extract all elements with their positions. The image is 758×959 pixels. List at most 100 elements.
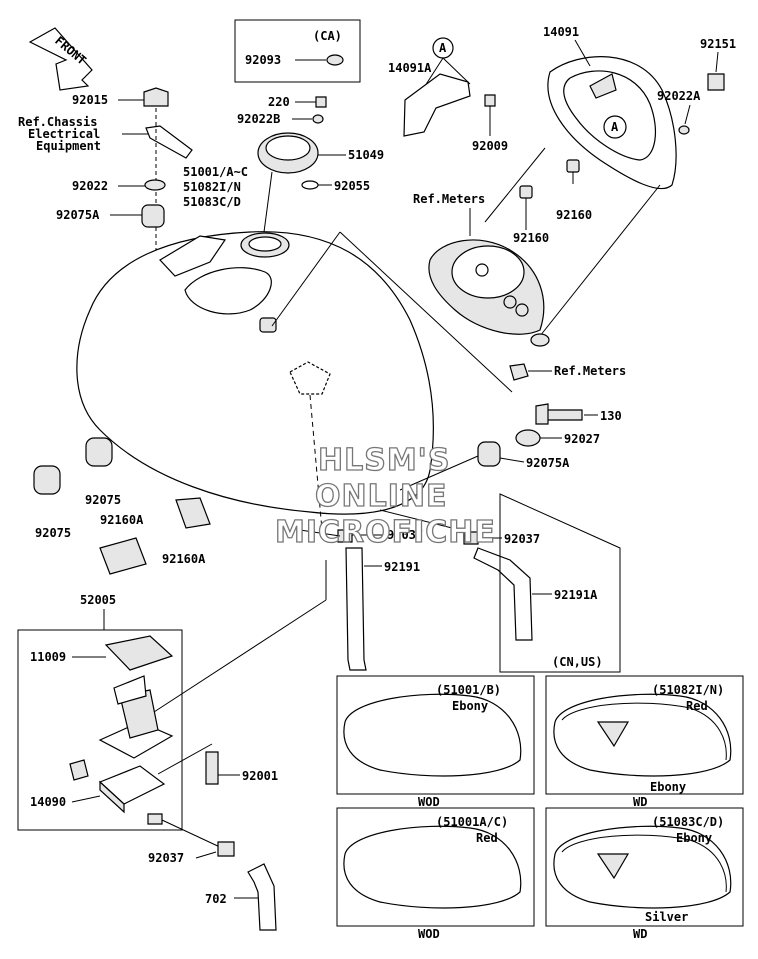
- clamp-92037-bottom-icon: [217, 841, 235, 857]
- label-14091: 14091: [543, 25, 579, 39]
- bracket-icon: [145, 125, 193, 159]
- screw-220-icon: [315, 96, 327, 108]
- ref-meters-label-2: Ref.Meters: [554, 364, 626, 378]
- tank-variant-2-icon: [553, 693, 732, 777]
- svg-text:WD: WD: [633, 927, 647, 941]
- svg-text:WOD: WOD: [418, 795, 440, 809]
- label-92160A-b: 92160A: [162, 552, 206, 566]
- svg-text:Ebony: Ebony: [650, 780, 686, 794]
- label-92027: 92027: [564, 432, 600, 446]
- clamp-92037-mid-icon: [337, 529, 353, 543]
- variant-card-3: (51001A/C) Red WOD: [336, 807, 535, 941]
- label-702: 702: [205, 892, 227, 906]
- variant-card-4: (51083C/D) Ebony Silver WD: [545, 807, 744, 941]
- svg-text:Ebony: Ebony: [452, 699, 488, 713]
- label-92037-right: 92037: [504, 532, 540, 546]
- label-92075A-right: 92075A: [526, 456, 570, 470]
- svg-text:MICROFICHE: MICROFICHE: [275, 515, 496, 550]
- label-92022B: 92022B: [237, 112, 280, 126]
- grommet-92075-b-icon: [85, 437, 113, 467]
- fuel-pump-box: [17, 629, 183, 831]
- label-92160-b: 92160: [556, 208, 592, 222]
- label-92151: 92151: [700, 37, 736, 51]
- watermark: HLSM'S ONLINE MICROFICHE: [274, 442, 496, 550]
- ref-meters-label-1: Ref.Meters: [413, 192, 485, 206]
- svg-text:Silver: Silver: [645, 910, 688, 924]
- grommet-92075A-right-icon: [477, 441, 501, 467]
- svg-text:WOD: WOD: [418, 927, 440, 941]
- label-92055: 92055: [334, 179, 370, 193]
- grommet-92160-b-icon: [566, 159, 580, 173]
- nut-92015-icon: [143, 87, 169, 107]
- svg-text:Red: Red: [686, 699, 708, 713]
- tank-variant-4-icon: [553, 825, 732, 909]
- svg-text:HLSM'S: HLSM'S: [318, 443, 450, 478]
- cn-us-label: (CN,US): [552, 655, 603, 669]
- label-92160A-a: 92160A: [100, 513, 144, 527]
- hose-702-icon: [247, 863, 277, 931]
- label-92001: 92001: [242, 769, 278, 783]
- nut-92151-icon: [707, 73, 725, 91]
- label-92015: 92015: [72, 93, 108, 107]
- washer-92093-icon: [326, 54, 344, 66]
- clamp-92037-right-icon: [463, 531, 479, 545]
- grommet-92160A-a-icon: [99, 537, 147, 575]
- bracket-14091A-icon: [403, 73, 471, 137]
- label-51082: 51082I/N: [183, 180, 241, 194]
- svg-text:(51082I/N): (51082I/N): [652, 683, 724, 697]
- label-92075-b: 92075: [85, 493, 121, 507]
- hose-92191A-icon: [473, 547, 533, 641]
- washer-92022B-icon: [312, 114, 324, 124]
- label-92022A: 92022A: [657, 89, 701, 103]
- grommet-92160A-b-icon: [175, 497, 211, 529]
- label-92037-mid: 92037: [387, 528, 423, 542]
- svg-text:WD: WD: [633, 795, 647, 809]
- washer-92022-icon: [144, 179, 166, 191]
- svg-text:A: A: [611, 120, 619, 134]
- bolt-92001-icon: [205, 751, 219, 785]
- svg-text:Ebony: Ebony: [676, 831, 712, 845]
- svg-text:ONLINE: ONLINE: [315, 479, 448, 514]
- fuel-tank-icon: [76, 231, 434, 515]
- front-arrow-icon: FRONT: [28, 27, 93, 91]
- tank-variant-1-icon: [343, 693, 522, 777]
- gasket-11009-icon: [104, 635, 174, 671]
- svg-text:(51083C/D): (51083C/D): [652, 815, 724, 829]
- label-220: 220: [268, 95, 290, 109]
- label-92160-a: 92160: [513, 231, 549, 245]
- ca-box: [234, 19, 361, 83]
- label-51049: 51049: [348, 148, 384, 162]
- label-14090: 14090: [30, 795, 66, 809]
- svg-text:(51001/B): (51001/B): [436, 683, 501, 697]
- svg-text:Red: Red: [476, 831, 498, 845]
- label-92191A: 92191A: [554, 588, 598, 602]
- svg-text:(51001A/C): (51001A/C): [436, 815, 508, 829]
- label-130: 130: [600, 409, 622, 423]
- ref-chassis-line1: Ref.Chassis: [18, 115, 97, 129]
- ca-label: (CA): [313, 29, 342, 43]
- label-92009: 92009: [472, 139, 508, 153]
- label-92037-bottom: 92037: [148, 851, 184, 865]
- ref-chassis-line2: Electrical: [28, 127, 100, 141]
- collar-92027-icon: [515, 429, 541, 447]
- svg-text:A: A: [439, 41, 447, 55]
- bolt-130-icon: [544, 409, 583, 421]
- grommet-meter-icon: [509, 363, 529, 381]
- label-92093: 92093: [245, 53, 281, 67]
- variant-card-2: (51082I/N) Red Ebony WD: [545, 675, 744, 809]
- circle-a-marker-2: [603, 115, 627, 139]
- label-51083: 51083C/D: [183, 195, 241, 209]
- label-11009: 11009: [30, 650, 66, 664]
- label-92022: 92022: [72, 179, 108, 193]
- grommet-92160-a-icon: [519, 185, 533, 199]
- variant-card-1: (51001/B) Ebony WOD: [336, 675, 535, 809]
- ref-chassis-line3: Equipment: [36, 139, 101, 153]
- label-52005: 52005: [80, 593, 116, 607]
- o-ring-92055-icon: [301, 180, 319, 190]
- label-92191: 92191: [384, 560, 420, 574]
- grommet-92075A-icon: [141, 204, 165, 228]
- cn-us-box: [499, 493, 621, 673]
- label-92075A-left: 92075A: [56, 208, 100, 222]
- label-51001: 51001/A~C: [183, 165, 248, 179]
